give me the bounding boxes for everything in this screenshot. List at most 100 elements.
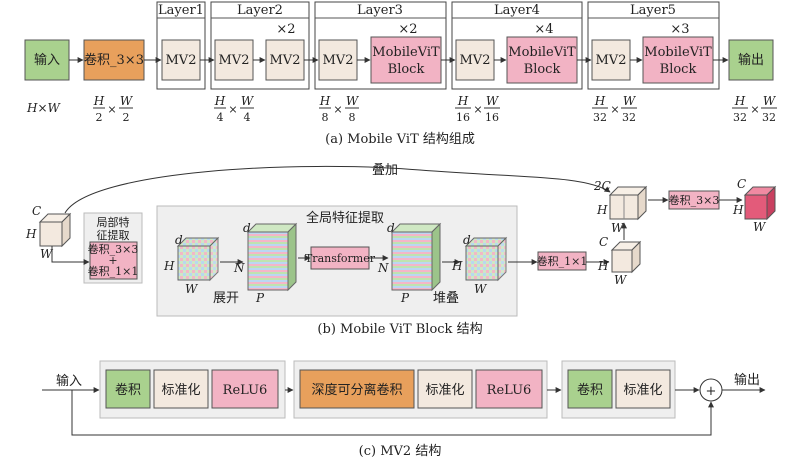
patch-stack — [246, 222, 298, 292]
layer3-frame — [314, 1, 447, 90]
dim-label: H — [597, 259, 609, 273]
mv2-box — [265, 39, 305, 81]
norm-box — [615, 369, 671, 409]
dim-label: C — [32, 204, 41, 218]
dim-label: N — [377, 261, 389, 275]
local-title: 征提取 — [97, 229, 130, 242]
patch-stack — [390, 222, 442, 292]
svg-text:W: W — [241, 94, 255, 108]
size-frac: H 4 × W 4 — [214, 94, 255, 124]
caption-b: (b) Mobile ViT Block 结构 — [317, 322, 482, 337]
svg-text:H: H — [319, 94, 331, 108]
mv2-label: MV2 — [596, 53, 627, 68]
layer4-frame — [451, 1, 583, 90]
transformer-label: Transformer — [305, 252, 376, 265]
caption-c: (c) MV2 结构 — [359, 444, 442, 459]
mv2-label: MV2 — [166, 53, 197, 68]
final-output-cube — [743, 185, 777, 221]
svg-text:W: W — [763, 94, 777, 108]
output-label-c: 输出 — [734, 372, 760, 388]
local-conv-label: 卷积_1×1 — [88, 264, 139, 278]
layer5-frame — [587, 1, 720, 90]
local-conv-box — [89, 241, 138, 280]
dim-label: d — [243, 221, 251, 235]
norm-box — [153, 369, 209, 409]
input-box — [24, 39, 70, 81]
svg-text:W: W — [120, 94, 134, 108]
concat-cube — [608, 185, 648, 221]
local-plus: + — [108, 254, 117, 267]
mobilevit-block-box — [642, 36, 714, 84]
svg-text:×: × — [107, 103, 116, 116]
repeat-mark: ×3 — [670, 22, 689, 37]
dim-label: C — [737, 177, 746, 191]
svg-text:4: 4 — [217, 111, 224, 124]
repeat-mark: ×2 — [276, 22, 295, 37]
relu-label: ReLU6 — [223, 383, 268, 398]
dim-label: W — [40, 247, 54, 261]
dwconv-label: 深度可分离卷积 — [311, 382, 402, 398]
svg-text:H: H — [214, 94, 226, 108]
relu-box — [211, 369, 279, 409]
dim-label: d — [175, 233, 183, 247]
repeat-mark: ×4 — [534, 22, 553, 37]
svg-text:H: H — [734, 94, 746, 108]
svg-text:32: 32 — [762, 111, 776, 124]
size-frac: H 32 × W 32 — [592, 94, 637, 124]
global-title: 全局特征提取 — [306, 210, 384, 226]
conv3x3-label-b: 卷积_3×3 — [669, 193, 720, 207]
svg-text:32: 32 — [733, 111, 747, 124]
input-label: 输入 — [34, 52, 60, 68]
layer1-frame — [156, 1, 206, 90]
dim-label: d — [463, 233, 471, 247]
conv3x3-label: 卷积_3×3 — [84, 52, 144, 68]
mv2-label: MV2 — [460, 53, 491, 68]
local-title: 局部特 — [97, 215, 130, 229]
mobilevit-block-box — [370, 36, 442, 84]
dim-label: P — [400, 291, 410, 305]
dim-label: W — [611, 221, 625, 235]
svg-text:16: 16 — [456, 111, 470, 124]
conv3x3-box — [83, 39, 145, 81]
mv2-box — [318, 39, 358, 81]
layer2-label: Layer2 — [237, 3, 283, 18]
mv2-label: MV2 — [323, 53, 354, 68]
section-a: Layer1 Layer2 Layer3 Layer4 Layer5 ×2 ×2… — [24, 1, 777, 147]
relu-box — [475, 369, 543, 409]
svg-text:×: × — [750, 103, 759, 116]
dim-label: P — [255, 291, 265, 305]
mv2-label: MV2 — [270, 53, 301, 68]
mv2-box — [591, 39, 631, 81]
dim-label: d — [387, 221, 395, 235]
dwconv-box — [299, 369, 415, 409]
input-size: H×W — [26, 101, 62, 115]
conv1x1-box — [537, 251, 587, 271]
mobilevit-block-label: Block — [388, 62, 425, 77]
svg-text:H: H — [457, 94, 469, 108]
relu-label: ReLU6 — [487, 383, 532, 398]
mobilevit-block-label: MobileViT — [644, 45, 712, 60]
svg-text:×: × — [610, 103, 619, 116]
svg-text:2: 2 — [123, 111, 130, 124]
conv1x1-label: 卷积_1×1 — [537, 254, 588, 268]
svg-text:32: 32 — [622, 111, 636, 124]
output-box — [728, 39, 774, 81]
size-frac: H 2 × W 2 — [93, 94, 134, 124]
fold-label: 堆叠 — [433, 291, 459, 306]
svg-text:4: 4 — [244, 111, 251, 124]
section-c: 输入 卷积 标准化 ReLU6 深度可分离卷积 标准化 ReLU6 卷积 标准化… — [42, 360, 766, 459]
svg-text:×: × — [228, 103, 237, 116]
svg-text:16: 16 — [485, 111, 499, 124]
layer5-label: Layer5 — [630, 3, 676, 18]
svg-text:H: H — [594, 94, 606, 108]
mv2-box — [161, 39, 201, 81]
dim-label: 2C — [593, 179, 611, 193]
dim-label: H — [25, 227, 37, 241]
output-cube-small — [610, 240, 642, 274]
mobilevit-block-box — [506, 36, 578, 84]
conv-box — [105, 369, 151, 409]
layer1-label: Layer1 — [158, 3, 204, 18]
layer2-frame — [210, 1, 310, 90]
caption-a: (a) Mobile ViT 结构组成 — [325, 132, 475, 147]
